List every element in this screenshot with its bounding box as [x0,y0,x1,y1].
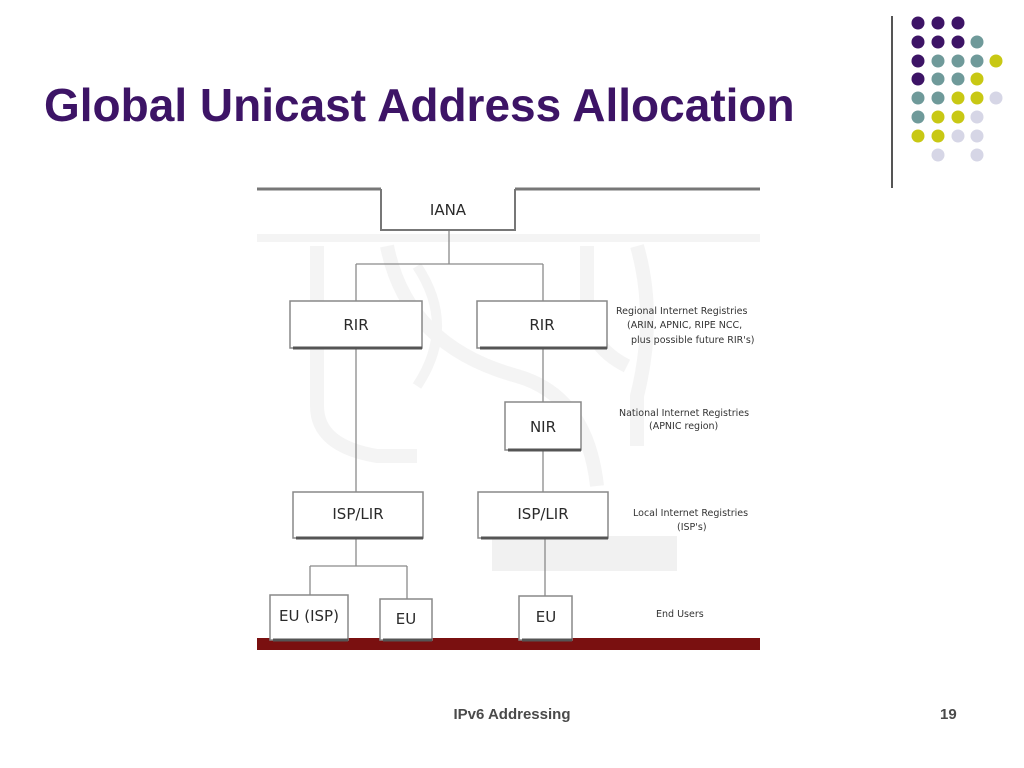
decorative-dot [970,148,984,162]
decorative-dot [970,110,984,124]
decorative-dot [951,72,965,86]
nir-node: NIR [504,401,582,452]
decorative-dot [970,91,984,105]
svg-text:IANA: IANA [430,201,467,219]
rir-right-node: RIR [476,300,608,350]
note-rir-line3: plus possible future RIR's) [631,335,755,346]
svg-text:ISP/LIR: ISP/LIR [517,505,568,523]
note-nir-line1: National Internet Registries [619,408,749,419]
decorative-dot [911,16,925,30]
note-lir-line1: Local Internet Registries [633,508,748,519]
eu-isp-node: EU (ISP) [269,594,349,642]
decorative-dot [931,16,945,30]
background-watermark [257,234,760,571]
note-rir-line2: (ARIN, APNIC, RIPE NCC, [627,320,742,331]
decorative-dot [951,129,965,143]
page-number: 19 [940,706,957,723]
decorative-dot [989,54,1003,68]
footer-title: IPv6 Addressing [453,706,571,723]
note-lir-line2: (ISP's) [677,522,707,533]
eu-middle-node: EU [379,598,433,642]
bottom-bar [257,638,760,650]
decorative-dot [989,91,1003,105]
svg-text:NIR: NIR [530,418,556,436]
svg-text:EU (ISP): EU (ISP) [279,607,339,625]
decorative-dot [951,91,965,105]
isp-lir-left-node: ISP/LIR [292,491,424,540]
connector-lines [309,230,546,599]
decorative-dot [970,129,984,143]
decorative-dot [931,54,945,68]
decorative-dot [951,110,965,124]
note-nir-line2: (APNIC region) [649,421,718,432]
decorative-dot [931,110,945,124]
decorative-dot [970,54,984,68]
rir-left-node: RIR [289,300,423,350]
decorative-dot [951,54,965,68]
eu-right-node: EU [518,595,573,642]
svg-text:RIR: RIR [529,316,554,334]
slide-title: Global Unicast Address Allocation [44,79,795,131]
decorative-dot [911,129,925,143]
iana-node: IANA [380,189,516,231]
decorative-dot [911,72,925,86]
decorative-dot [931,35,945,49]
decorative-dot [970,72,984,86]
decorative-dot [931,91,945,105]
decorative-dot [911,54,925,68]
decorative-dot [911,110,925,124]
title-divider [891,16,893,188]
note-rir-line1: Regional Internet Registries [616,306,747,317]
allocation-hierarchy-diagram: IANA RIR RIR NIR ISP/LIR ISP/LIR EU (ISP… [257,187,760,650]
decorative-dot [931,72,945,86]
svg-text:EU: EU [396,610,416,628]
decorative-dot [911,35,925,49]
svg-text:RIR: RIR [343,316,368,334]
decorative-dot [951,35,965,49]
decorative-dot [931,129,945,143]
registry-notes: Regional Internet Registries (ARIN, APNI… [616,306,755,620]
decorative-dot [931,148,945,162]
decorative-dot [911,91,925,105]
decorative-dot [951,16,965,30]
decorative-dot [970,35,984,49]
svg-text:ISP/LIR: ISP/LIR [332,505,383,523]
isp-lir-right-node: ISP/LIR [477,491,609,540]
note-eu-line1: End Users [656,609,704,620]
svg-text:EU: EU [536,608,556,626]
